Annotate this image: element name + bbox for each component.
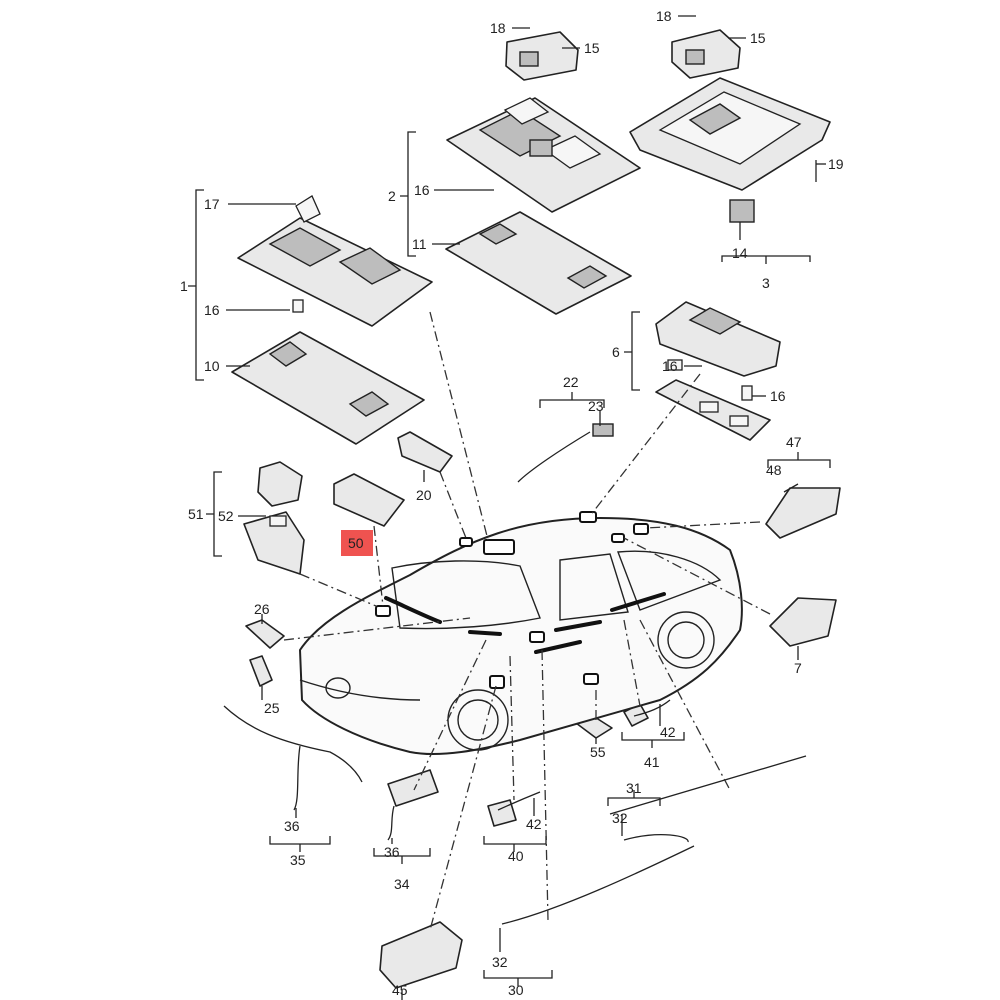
roof-module-3 [629,29,831,223]
label-32b: 32 [492,954,508,970]
label-26: 26 [254,601,270,617]
label-42b: 42 [526,816,542,832]
roof-module-1 [231,195,433,445]
label-7: 7 [794,660,802,676]
label-16b: 16 [204,302,220,318]
label-50: 50 [348,535,364,551]
car-body [299,511,743,756]
label-42a: 42 [660,724,676,740]
label-41: 41 [644,754,660,770]
label-15b: 15 [750,30,766,46]
projection-lines [283,311,771,931]
roof-module-2 [445,31,641,315]
label-36b: 36 [384,844,400,860]
label-30: 30 [508,982,524,998]
label-16d: 16 [770,388,786,404]
label-1: 1 [180,278,188,294]
label-17: 17 [204,196,220,212]
leader-lines [226,15,826,1000]
cables [223,423,807,925]
label-36a: 36 [284,818,300,834]
label-18a: 18 [490,20,506,36]
highlight-box-50 [341,530,373,556]
label-16c: 16 [662,358,678,374]
label-14: 14 [732,245,748,261]
label-25: 25 [264,700,280,716]
label-45: 45 [392,982,408,998]
brackets [188,131,831,986]
label-10: 10 [204,358,220,374]
label-19: 19 [828,156,844,172]
label-48: 48 [766,462,782,478]
label-47: 47 [786,434,802,450]
label-22: 22 [563,374,579,390]
label-6: 6 [612,344,620,360]
label-15a: 15 [584,40,600,56]
label-34: 34 [394,876,410,892]
label-40: 40 [508,848,524,864]
label-16a: 16 [414,182,430,198]
callout-labels: 18 15 18 15 2 16 11 19 14 3 17 1 16 10 6… [180,8,844,998]
label-2: 2 [388,188,396,204]
label-11: 11 [412,236,427,252]
label-51: 51 [188,506,204,522]
label-35: 35 [290,852,306,868]
label-32a: 32 [612,810,628,826]
label-18b: 18 [656,8,672,24]
label-23: 23 [588,398,604,414]
label-20: 20 [416,487,432,503]
label-55: 55 [590,744,606,760]
label-52: 52 [218,508,234,524]
label-31: 31 [626,780,642,796]
label-3: 3 [762,275,770,291]
